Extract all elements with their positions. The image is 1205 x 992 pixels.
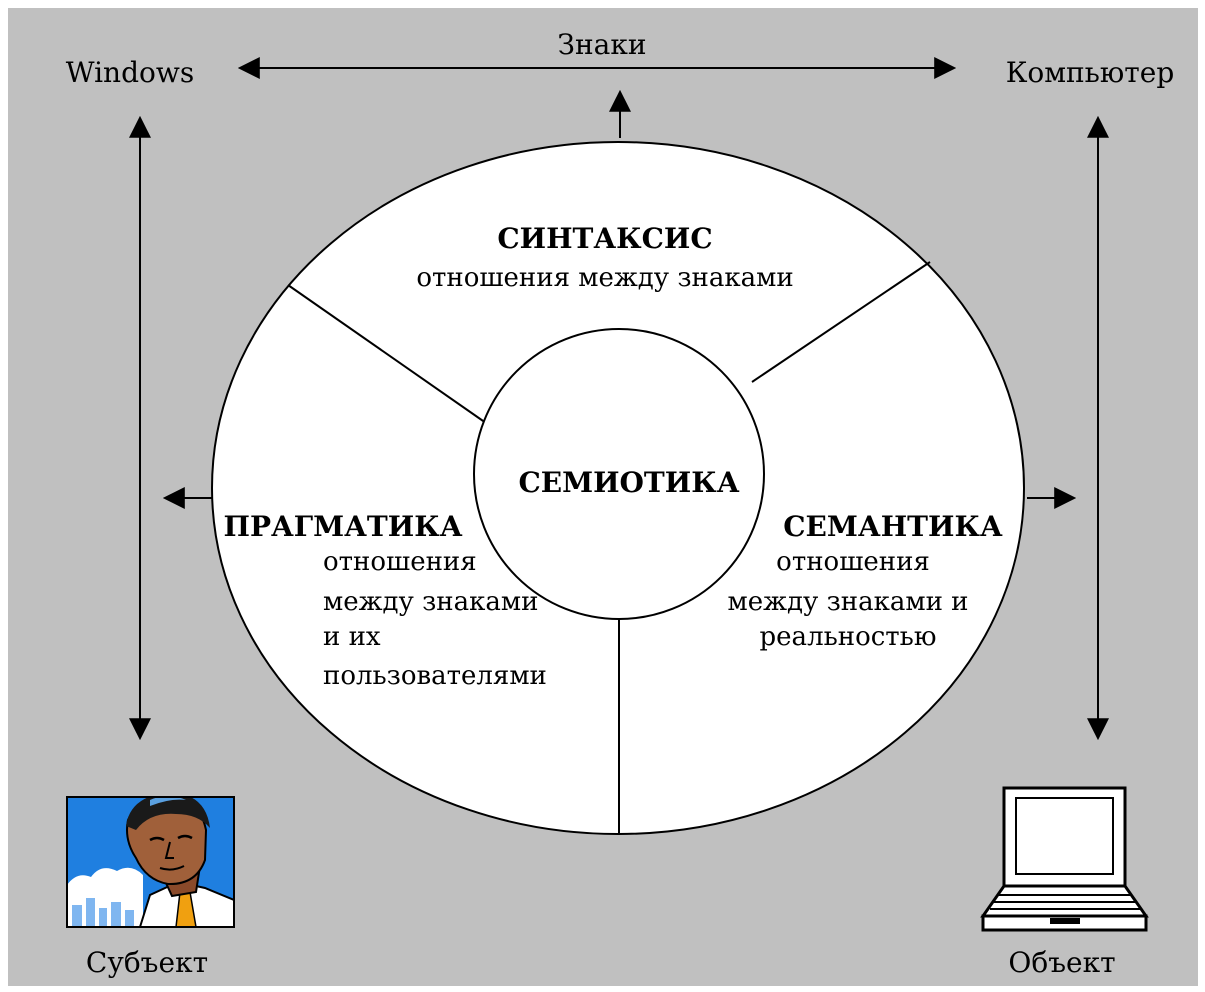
semiotics-circle [473,328,765,620]
semantics-title: СЕМАНТИКА [783,510,1003,543]
signs-label: Знаки [558,28,647,61]
object-label: Объект [1008,946,1115,979]
pragmatics-line: отношения [323,547,477,577]
semantics-line: реальностью [760,622,937,652]
pragmatics-line: пользователями [323,661,547,691]
person-portrait-icon [66,796,235,928]
semantics-line: отношения [776,547,930,577]
divider-left [287,284,487,424]
computer-label: Компьютер [1006,56,1175,89]
semantics-line: между знаками и [727,587,968,617]
semiotics-title: СЕМИОТИКА [518,466,739,499]
subject-label: Субъект [86,946,208,979]
pragmatics-title: ПРАГМАТИКА [224,510,463,543]
laptop-icon [980,786,1149,932]
windows-label: Windows [66,56,194,89]
pragmatics-line: и их [323,622,381,652]
syntax-title: СИНТАКСИС [497,222,712,255]
pragmatics-line: между знаками [323,587,538,617]
divider-right [751,261,931,383]
syntax-description: отношения между знаками [416,263,793,293]
